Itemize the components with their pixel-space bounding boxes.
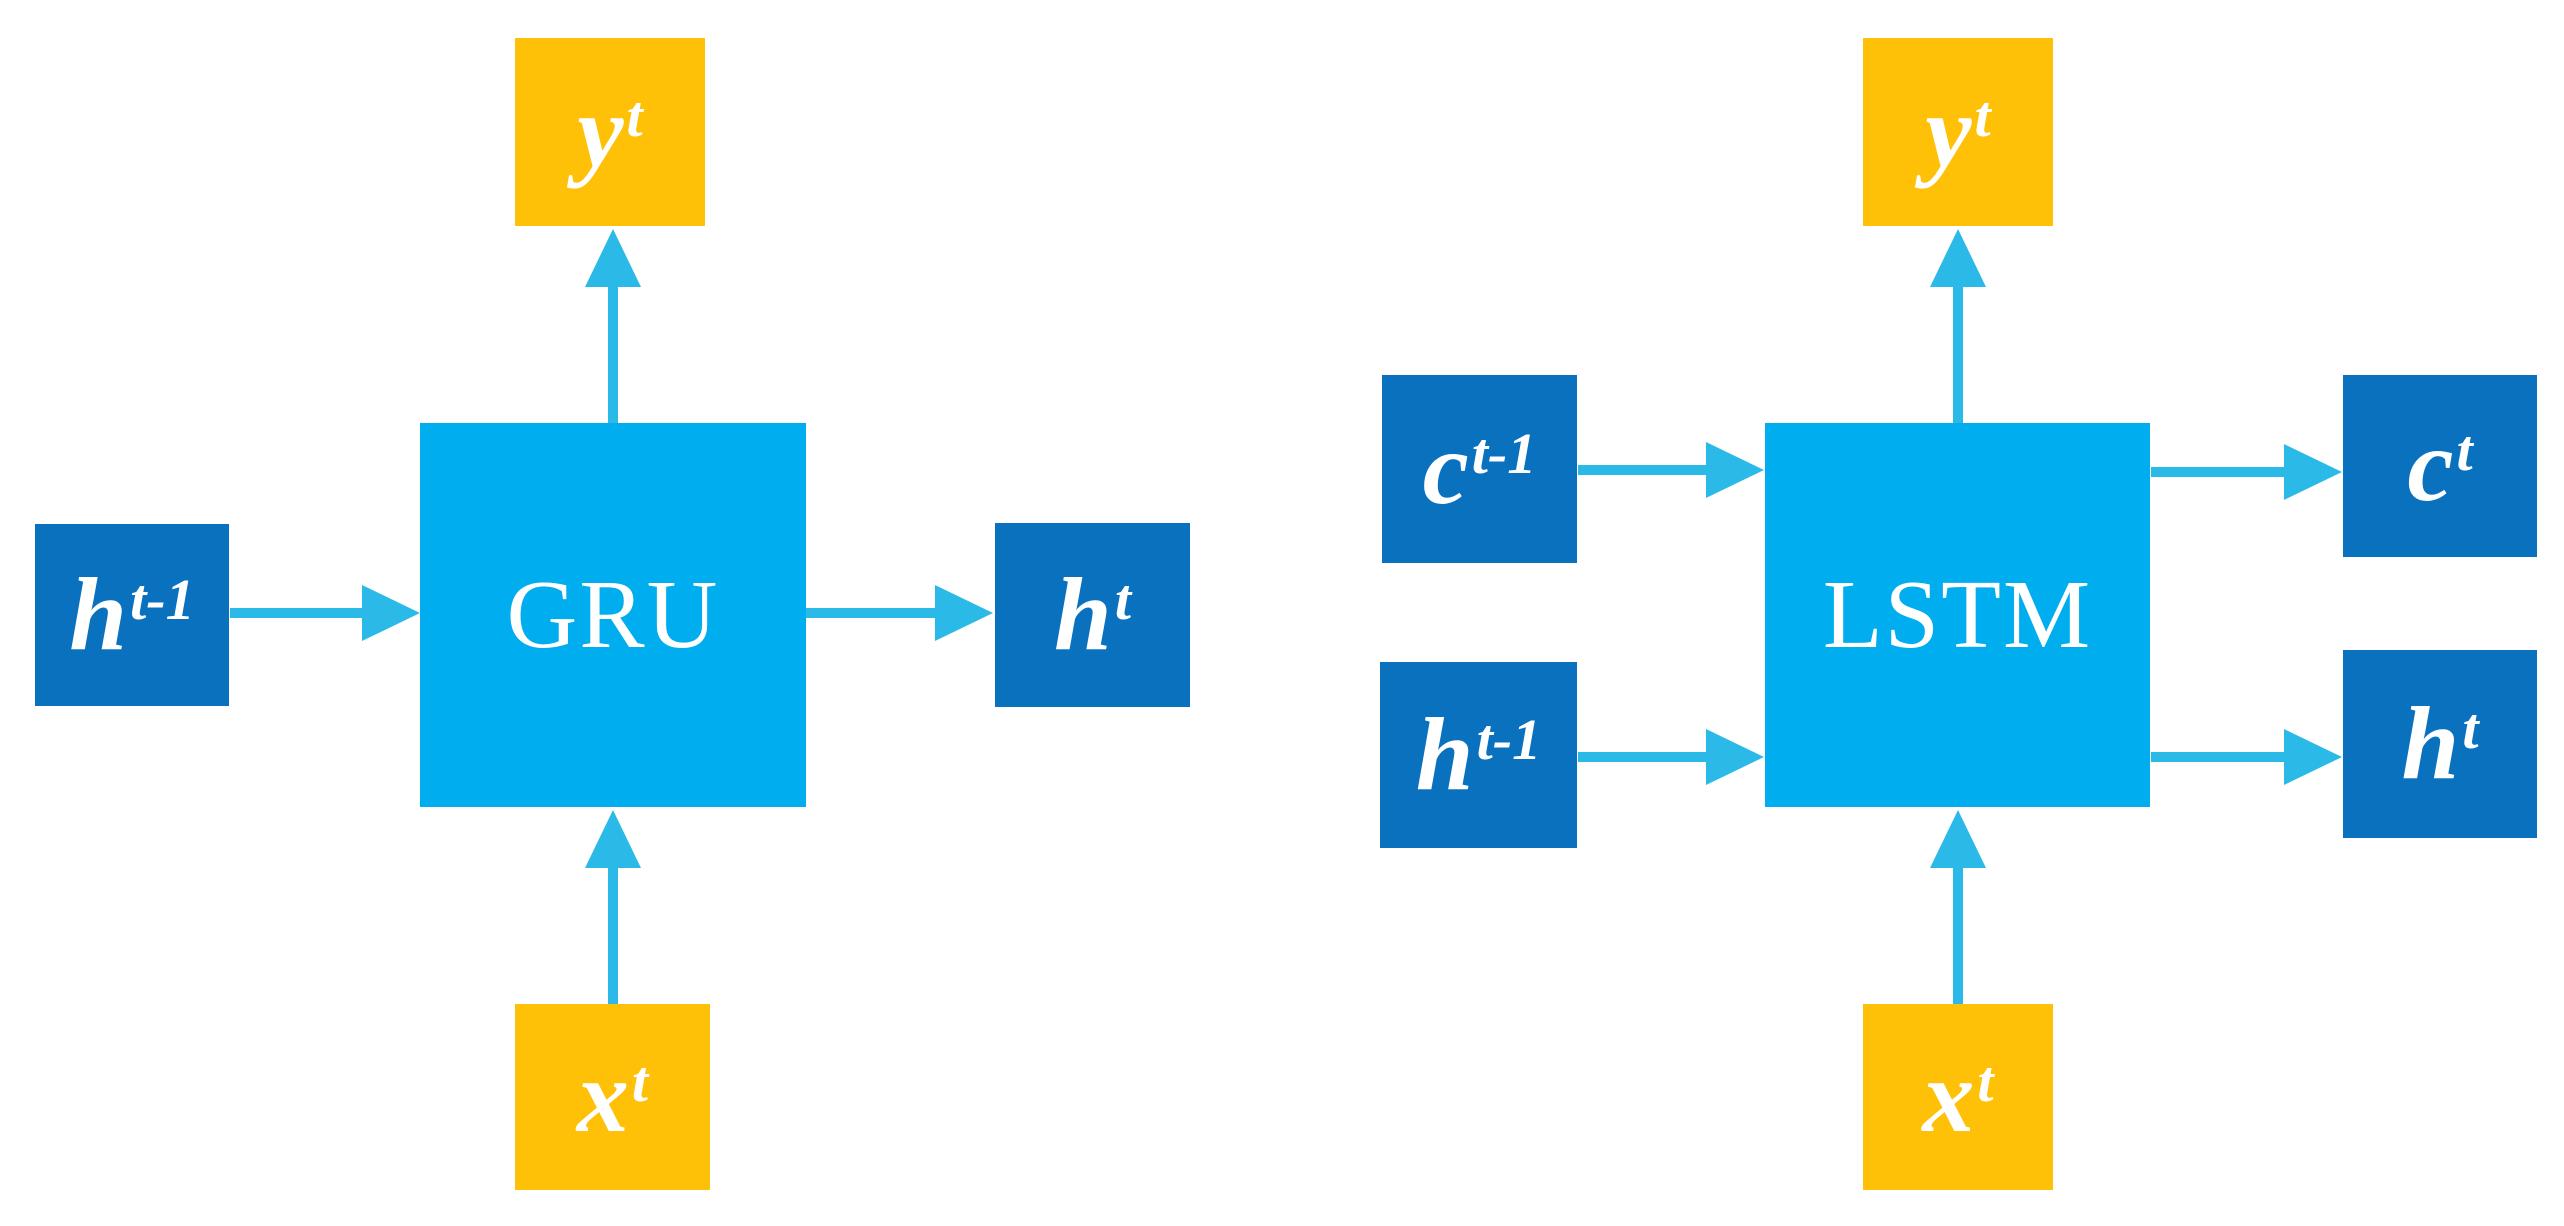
- lstm-cell-state-next-label: ct: [2407, 408, 2473, 523]
- gru-cell-label: GRU: [506, 561, 720, 669]
- gru-hidden-prev-label: ht-1: [69, 557, 195, 672]
- lstm-hidden-prev-arrow: [1578, 729, 1764, 785]
- gru-output-label: yt: [577, 74, 643, 189]
- lstm-hidden-next-node: ht: [2343, 650, 2537, 838]
- gru-hidden-next-arrow: [806, 585, 993, 641]
- lstm-cell-state-prev-node: ct-1: [1382, 375, 1577, 563]
- gru-hidden-prev-arrow: [230, 585, 420, 641]
- gru-output-node: yt: [515, 38, 705, 226]
- lstm-output-arrow: [1930, 229, 1986, 423]
- lstm-input-arrow: [1930, 810, 1986, 1004]
- lstm-output-label: yt: [1925, 74, 1991, 189]
- gru-input-label: xt: [576, 1039, 649, 1154]
- gru-cell-node: GRU: [420, 423, 806, 807]
- lstm-hidden-next-arrow: [2151, 729, 2342, 785]
- lstm-cell-state-next-arrow: [2151, 444, 2342, 500]
- lstm-output-node: yt: [1863, 38, 2053, 226]
- lstm-cell-state-prev-arrow: [1578, 442, 1764, 498]
- lstm-cell-label: LSTM: [1822, 561, 2093, 669]
- gru-input-node: xt: [515, 1004, 710, 1190]
- gru-hidden-prev-node: ht-1: [35, 524, 229, 706]
- gru-input-arrow: [585, 810, 641, 1004]
- lstm-cell-state-prev-label: ct-1: [1422, 411, 1537, 526]
- lstm-hidden-prev-node: ht-1: [1380, 662, 1577, 848]
- gru-hidden-next-node: ht: [995, 523, 1190, 707]
- lstm-hidden-next-label: ht: [2401, 686, 2479, 801]
- gru-output-arrow: [585, 229, 641, 423]
- lstm-cell-node: LSTM: [1765, 423, 2150, 807]
- lstm-input-node: xt: [1863, 1004, 2053, 1190]
- lstm-cell-state-next-node: ct: [2343, 375, 2537, 557]
- lstm-input-label: xt: [1922, 1039, 1994, 1154]
- lstm-hidden-prev-label: ht-1: [1415, 697, 1542, 812]
- gru-hidden-next-label: ht: [1053, 557, 1132, 672]
